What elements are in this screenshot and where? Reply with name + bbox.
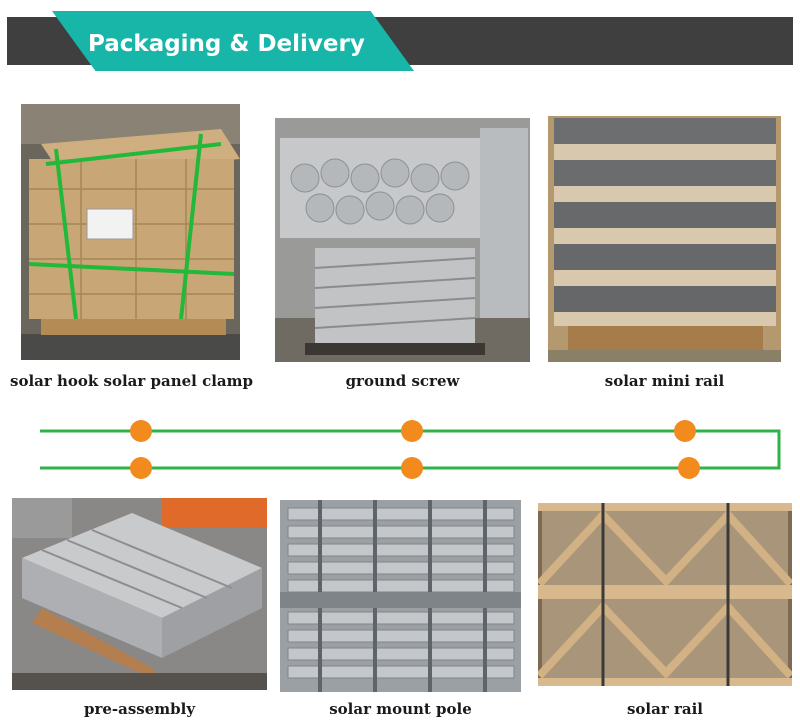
product-caption: ground screw	[345, 372, 460, 390]
banner-tab	[52, 11, 414, 71]
product-caption: solar mini rail	[604, 372, 725, 390]
product-photo-pre-assembly	[12, 498, 267, 690]
product-caption: solar rail	[626, 700, 703, 718]
product-photo-solar-rail	[538, 503, 792, 686]
product-caption: solar hook solar panel clamp	[10, 372, 254, 390]
product-caption: pre-assembly	[83, 700, 196, 718]
product-caption: solar mount pole	[329, 700, 472, 718]
page-title: Packaging & Delivery	[88, 31, 365, 57]
product-photo-solar-mount-pole	[280, 500, 521, 692]
product-photo-solar-hook	[21, 104, 240, 360]
product-photo-ground-screw	[275, 118, 530, 362]
connector-graphic	[0, 410, 800, 490]
product-photo-solar-mini-rail	[548, 116, 781, 362]
